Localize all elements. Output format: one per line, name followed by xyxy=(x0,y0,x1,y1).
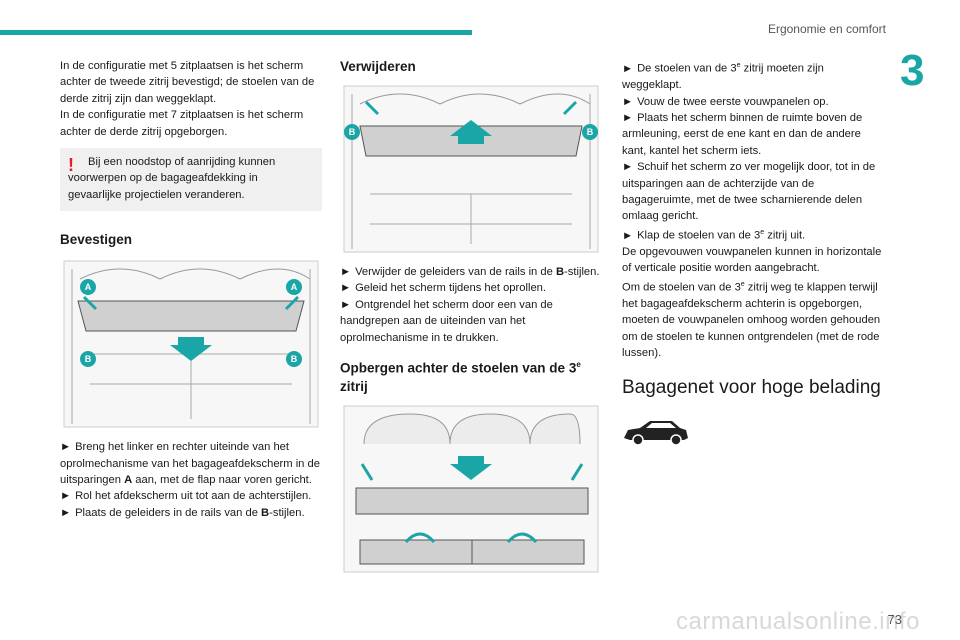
label-a-left: A xyxy=(80,279,96,296)
cargo-cover-remove-illustration xyxy=(343,85,599,253)
cargo-cover-storage-illustration xyxy=(343,405,599,573)
bullet-arrow-icon: ► xyxy=(60,490,72,503)
intro-paragraph: In de configuratie met 7 zitplaatsen is … xyxy=(60,109,304,138)
bullet-arrow-icon: ► xyxy=(622,229,634,242)
bullet-arrow-icon: ► xyxy=(340,266,352,278)
bullet-arrow-icon: ► xyxy=(622,111,634,124)
step-item: ►Ontgrendel het scherm door een van de h… xyxy=(340,298,553,344)
intro-paragraph: In de configuratie met 5 zitplaatsen is … xyxy=(60,60,315,105)
bullet-arrow-icon: ► xyxy=(340,298,352,311)
step-item: ►Verwijder de geleiders van de rails in … xyxy=(340,266,600,278)
step-item: ►Rol het afdekscherm uit tot aan de acht… xyxy=(60,490,312,503)
info-paragraph: Om de stoelen van de 3e zitrij weg te kl… xyxy=(622,280,881,360)
warning-text: Bij een noodstop of aanrijding kunnen vo… xyxy=(68,156,276,201)
cargo-cover-install-illustration xyxy=(63,260,319,428)
label-a-right: A xyxy=(286,279,302,296)
step-item: ►Klap de stoelen van de 3e zitrij uit. xyxy=(622,228,806,242)
label-b-left: B xyxy=(344,124,360,140)
bullet-arrow-icon: ► xyxy=(60,441,72,454)
bullet-arrow-icon: ► xyxy=(622,161,634,174)
steps-bevestigen: ►Breng het linker en rechter uiteinde va… xyxy=(60,439,322,521)
figure-verwijderen: B B xyxy=(340,84,602,256)
label-b-right: B xyxy=(286,351,302,368)
warning-box: ! Bij een noodstop of aanrijding kunnen … xyxy=(60,148,322,212)
page-number: 73 xyxy=(887,612,902,627)
figure-opbergen xyxy=(340,403,602,574)
step-item: ►De stoelen van de 3e zitrij moeten zijn… xyxy=(622,62,824,92)
label-b-left: B xyxy=(80,351,96,368)
warning-icon: ! xyxy=(68,155,74,176)
section-title: Ergonomie en comfort xyxy=(767,22,886,36)
bullet-arrow-icon: ► xyxy=(622,62,634,75)
heading-bevestigen: Bevestigen xyxy=(60,232,133,248)
step-item: ►Plaats de geleiders in de rails van de … xyxy=(60,506,305,519)
bullet-arrow-icon: ► xyxy=(622,95,634,108)
column-2: Verwijderen B B ►Verwijder de geleiders … xyxy=(340,58,602,574)
step-item: ►Vouw de twee eerste vouwpanelen op. xyxy=(622,95,829,108)
watermark: carmanualsonline.info xyxy=(676,608,920,635)
step-item: ►Breng het linker en rechter uiteinde va… xyxy=(60,441,320,487)
step-item: ►Geleid het scherm tijdens het oprollen. xyxy=(340,282,546,295)
suv-car-icon xyxy=(622,418,690,448)
step-item: ►Schuif het scherm zo ver mogelijk door,… xyxy=(622,161,876,223)
step-item: ►Plaats het scherm binnen de ruimte bove… xyxy=(622,111,863,157)
info-paragraph: De opgevouwen vouwpanelen kunnen in hori… xyxy=(622,245,882,275)
steps-verwijderen: ►Verwijder de geleiders van de rails in … xyxy=(340,264,602,346)
heading-bagagenet: Bagagenet voor hoge belading xyxy=(622,376,881,398)
label-b-right: B xyxy=(582,124,598,140)
column-1: In de configuratie met 5 zitplaatsen is … xyxy=(60,58,322,521)
header-accent-bar xyxy=(0,30,472,35)
bullet-arrow-icon: ► xyxy=(340,282,352,295)
figure-bevestigen: A A B B xyxy=(60,259,322,432)
bullet-arrow-icon: ► xyxy=(60,506,72,519)
column-3: ►De stoelen van de 3e zitrij moeten zijn… xyxy=(622,58,884,448)
chapter-number: 3 xyxy=(900,46,925,95)
heading-verwijderen: Verwijderen xyxy=(340,59,416,74)
